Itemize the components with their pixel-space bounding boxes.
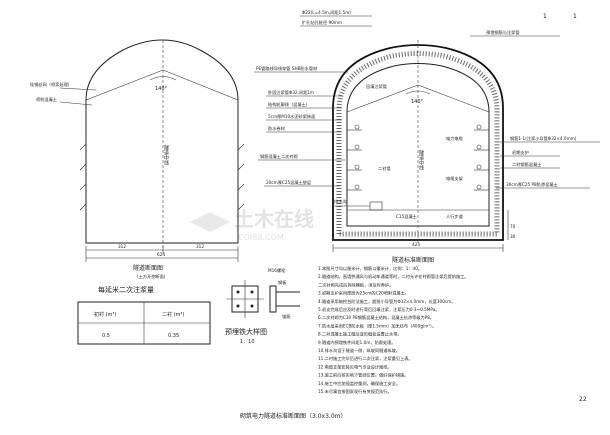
sheet-number: 22 — [579, 396, 587, 403]
note-line: 10.排水沟设于隧道一侧，纵坡同隧道纵坡。 — [318, 347, 400, 354]
callout-label: 二衬钢筋混凝土 — [512, 161, 541, 168]
detail-scale: 1：10 — [240, 339, 255, 345]
leader-line — [59, 87, 97, 91]
drawing-title: 砌筑电力隧道标准断面图（3.0x3.0m） — [240, 412, 346, 420]
plate-detail: M16螺栓 钢板 锚筋 预埋铁大样图 1：10 — [225, 267, 300, 345]
note-line: 8.二衬混凝土施工缝及变形缝处设置止水带。 — [318, 331, 402, 338]
note-line: 15.未尽事宜按国家现行有关规范执行。 — [318, 388, 392, 395]
inner-label: 人行步道 — [446, 213, 464, 220]
table-header: 二衬 (m³) — [162, 311, 184, 318]
note-line: 2.隧道结构，直墙拱通风与机动车通道等时，二衬允许在衬砌管注浆后提前施工。 — [318, 273, 469, 280]
callout-label: 钢筋1-1(注浆小导管Φ32×4.0mm) — [510, 135, 577, 142]
callout-label: 喷射混凝土 — [36, 96, 57, 103]
section-caption: 隧道断面图 — [133, 264, 163, 272]
note-line: 6.二次衬砌为C30 P8钢筋混凝土结构，混凝土抗渗等级为P8。 — [318, 314, 434, 321]
callouts-right: 预埋钢筋与注浆管 钢筋1-1(注浆小导管Φ32×4.0mm) 初期支护 二衬钢筋… — [470, 29, 600, 189]
callout-label: PE管路线导线穿管 SHB防水管材 — [256, 65, 317, 72]
excavation-outline — [85, 39, 239, 244]
dimension-value: 312 — [118, 244, 126, 249]
grout-table: 每延米二次注浆量 初衬 (m³) 二衬 (m³) 0.5 0.35 — [77, 285, 211, 345]
bolt-hole — [236, 290, 240, 294]
table-title: 每延米二次注浆量 — [98, 285, 154, 294]
plate-side — [269, 285, 277, 313]
callout-label: 扩孔钻孔桩径 90mm — [302, 19, 342, 26]
note-line: 14.施工中应加强监控量测，确保施工安全。 — [318, 380, 400, 387]
note-line: 1.本图尺寸均以厘米计，钢筋以毫米计，比例：1：40。 — [318, 265, 422, 272]
bolt-hole — [236, 304, 240, 308]
table-header: 初衬 (m³) — [94, 311, 116, 318]
note-line: 12.电缆支架安装见电气专业设计图纸。 — [318, 363, 392, 370]
angle-line — [162, 69, 239, 101]
angle-label: 140° — [411, 99, 424, 105]
table-cell: 0.5 — [102, 333, 110, 339]
bolt-hole — [250, 290, 254, 294]
bolt-hole — [250, 304, 254, 308]
inner-label: 电力电缆 — [446, 135, 464, 142]
ground-hatch — [79, 143, 245, 211]
callout-label: Φ22(L=4.5m,间距1.5m) — [302, 9, 351, 16]
callout-label: 卧固注浆管Φ32,间距1m — [268, 89, 314, 96]
outer-lining — [332, 44, 504, 241]
leader-line — [59, 101, 93, 106]
page-mark: 1 — [543, 13, 547, 20]
callout-label: 排水沟 — [334, 198, 347, 205]
note-line: 7.防水层采用ECB防水板（厚1.5mm）加无纺布（400g/m²）。 — [318, 322, 436, 329]
callout-label: 30cm厚C25 P8防渗混凝土 — [506, 181, 558, 188]
callout-label: 钢筋混凝土二次衬砌 — [260, 153, 298, 160]
page-mark: 1 — [573, 13, 577, 20]
watermark: 土木在线 COI88.COM — [190, 207, 314, 242]
detail-label: 锚筋 — [282, 313, 290, 320]
angle-line — [346, 84, 419, 113]
watermark-subtext: COI88.COM — [238, 233, 284, 242]
detail-label: 钢板 — [278, 279, 287, 286]
dimension-value: 30 — [510, 234, 516, 239]
center-line-label: 隧道中线 — [163, 144, 169, 165]
right-tunnel-section: 140° 隧道中线 — [254, 9, 600, 264]
detail-caption: 预埋铁大样图 — [225, 327, 267, 336]
dimension-value: 624 — [157, 252, 165, 257]
callout-label: 初期支护 — [512, 149, 529, 156]
dimension-value: 312 — [196, 244, 204, 249]
watermark-text: 土木在线 — [234, 207, 314, 231]
dimension-value: 424 — [412, 242, 420, 247]
watermark-logo-icon — [190, 212, 230, 232]
note-line: 5.初支完成后应及时进行背后回填注浆，注浆压力0.3~0.5MPa。 — [318, 306, 439, 313]
cable-brackets-left — [347, 124, 362, 191]
note-line: 11.二衬施工完毕后进行二次注浆，注浆量见上表。 — [318, 355, 413, 362]
left-tunnel-section: 140° 隧道中线 挂钢丝网（喷浆处理） 喷射混凝土 312 312 624 隧… — [30, 39, 245, 280]
angle-line — [417, 84, 490, 113]
callout-label: 预埋钢筋与注浆管 — [486, 29, 520, 36]
inner-label: 回填注浆管 — [366, 83, 387, 90]
callout-label: 挂钢丝网（喷浆处理） — [30, 81, 72, 88]
section-caption-sub: (土方开挖断面) — [137, 273, 166, 280]
cable-brackets-right — [474, 124, 489, 191]
drain-channel — [369, 201, 383, 211]
section-caption: 隧道标准断面图 — [392, 256, 434, 264]
center-line-label: 隧道中线 — [418, 149, 424, 170]
callout-label: 结构轮廓线（混凝土） — [268, 101, 310, 108]
callouts-left: Φ22(L=4.5m,间距1.5m) 扩孔钻孔桩径 90mm PE管路线导线穿管… — [254, 9, 372, 207]
inner-label: 电缆支架 — [446, 175, 463, 182]
table-cell: 0.35 — [168, 333, 179, 339]
callout-label: 5cm厚M10水泥砂浆抹面 — [268, 113, 315, 120]
inner-lining — [346, 63, 490, 227]
note-line: 9.隧道内预埋铁件间距1.0m，防腐处理。 — [318, 339, 396, 346]
note-line: 二次衬砌完成后拆除模板，须及时养护。 — [318, 281, 393, 288]
note-line: 4.隧道采用暗挖台阶法施工，超前小导管为Φ32×4.0mm，长度300cm。 — [318, 298, 455, 305]
note-line: 13.施工前应核实地下管线位置，做好保护措施。 — [318, 372, 408, 379]
callout-label: 防水卷材 — [268, 125, 285, 132]
angle-label: 140° — [155, 86, 168, 92]
inner-label: 二衬墙 — [378, 165, 391, 172]
detail-label: M16螺栓 — [268, 267, 286, 274]
callout-label: 20cm厚C25混凝土垫层 — [266, 179, 311, 186]
note-line: 3.初期支护采用厚度为25cm的C20喷射混凝土。 — [318, 290, 409, 297]
design-notes: 1.本图尺寸均以厘米计，钢筋以毫米计，比例：1：40。2.隧道结构，直墙拱通风与… — [318, 265, 469, 395]
inner-label: C15混凝土 — [396, 213, 417, 220]
dimension-value: 70 — [510, 224, 516, 229]
angle-line — [85, 69, 164, 101]
